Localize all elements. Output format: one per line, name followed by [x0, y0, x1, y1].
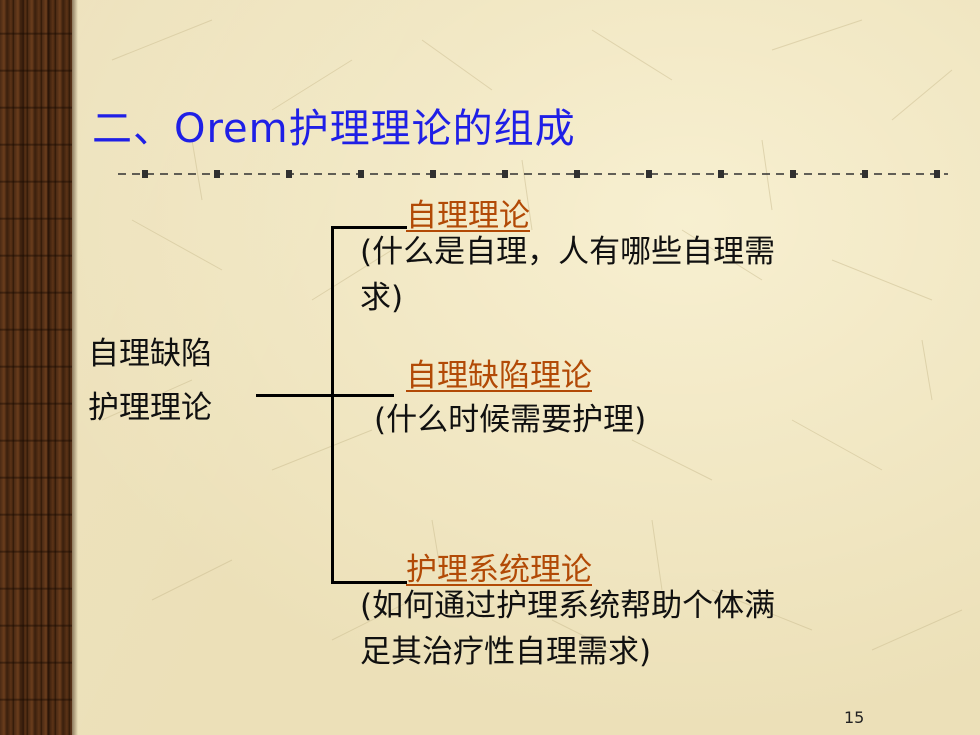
branch-self-care-theory[interactable]: 自理理论: [406, 198, 530, 234]
bracket-top-arm: [331, 226, 407, 229]
branch-self-care-desc-line2: 求): [360, 280, 404, 316]
branch-self-care-deficit-theory[interactable]: 自理缺陷理论: [406, 358, 592, 394]
sidebar-shadow: [72, 0, 78, 735]
branch-nursing-system-theory[interactable]: 护理系统理论: [406, 552, 592, 588]
branch-nursing-system-desc-line2: 足其治疗性自理需求): [360, 634, 652, 670]
branch-self-care-deficit-desc: (什么时候需要护理): [374, 402, 647, 438]
bracket-middle-arm: [334, 394, 394, 397]
bracket-vertical: [331, 226, 334, 584]
left-label-line2: 护理理论: [88, 390, 212, 426]
wood-sidebar: [0, 0, 72, 735]
bracket-bottom-arm: [331, 581, 407, 584]
page-number: 15: [844, 708, 865, 727]
branch-self-care-desc-line1: (什么是自理，人有哪些自理需: [360, 234, 776, 270]
branch-nursing-system-desc-line1: (如何通过护理系统帮助个体满: [360, 588, 776, 624]
parchment-texture: [101, 19, 963, 661]
left-label-line1: 自理缺陷: [88, 336, 212, 372]
title-divider: [118, 170, 948, 178]
connector-horizontal: [256, 394, 334, 397]
slide-title: 二、Orem护理理论的组成: [92, 106, 576, 152]
